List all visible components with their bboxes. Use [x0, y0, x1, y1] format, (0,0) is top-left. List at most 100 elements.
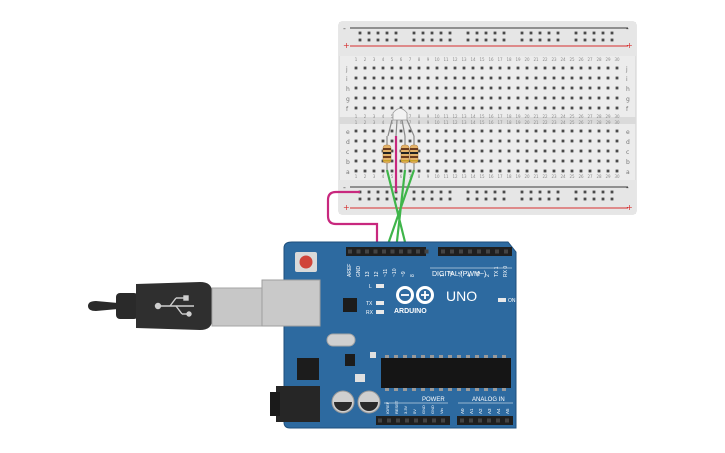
- breadboard-hole[interactable]: [363, 149, 367, 153]
- breadboard-hole[interactable]: [606, 66, 610, 70]
- rail-hole[interactable]: [574, 190, 578, 194]
- breadboard-hole[interactable]: [399, 96, 403, 100]
- rail-hole[interactable]: [484, 190, 488, 194]
- rail-hole[interactable]: [556, 190, 560, 194]
- rail-hole[interactable]: [520, 197, 524, 201]
- breadboard-hole[interactable]: [543, 106, 547, 110]
- breadboard-hole[interactable]: [489, 86, 493, 90]
- breadboard-hole[interactable]: [615, 76, 619, 80]
- breadboard-hole[interactable]: [408, 86, 412, 90]
- breadboard-hole[interactable]: [615, 86, 619, 90]
- breadboard-hole[interactable]: [363, 96, 367, 100]
- rail-hole[interactable]: [358, 197, 362, 201]
- header-pin[interactable]: [348, 249, 352, 254]
- breadboard-hole[interactable]: [480, 76, 484, 80]
- breadboard-hole[interactable]: [435, 106, 439, 110]
- rail-hole[interactable]: [529, 38, 533, 42]
- header-pin[interactable]: [486, 249, 490, 254]
- breadboard-hole[interactable]: [462, 169, 466, 173]
- breadboard-hole[interactable]: [390, 106, 394, 110]
- breadboard-hole[interactable]: [408, 139, 412, 143]
- rail-hole[interactable]: [439, 38, 443, 42]
- breadboard-hole[interactable]: [390, 159, 394, 163]
- breadboard-hole[interactable]: [444, 86, 448, 90]
- rail-hole[interactable]: [529, 197, 533, 201]
- breadboard-hole[interactable]: [480, 66, 484, 70]
- rail-hole[interactable]: [493, 31, 497, 35]
- breadboard-hole[interactable]: [597, 139, 601, 143]
- rail-hole[interactable]: [502, 31, 506, 35]
- breadboard-hole[interactable]: [507, 149, 511, 153]
- breadboard-hole[interactable]: [534, 86, 538, 90]
- breadboard-hole[interactable]: [399, 139, 403, 143]
- breadboard-hole[interactable]: [606, 106, 610, 110]
- breadboard-hole[interactable]: [480, 159, 484, 163]
- breadboard-hole[interactable]: [561, 66, 565, 70]
- breadboard-hole[interactable]: [435, 96, 439, 100]
- rail-hole[interactable]: [394, 38, 398, 42]
- breadboard-hole[interactable]: [588, 149, 592, 153]
- breadboard-hole[interactable]: [516, 76, 520, 80]
- power-header[interactable]: [376, 416, 450, 425]
- breadboard-hole[interactable]: [561, 159, 565, 163]
- rail-hole[interactable]: [484, 31, 488, 35]
- breadboard-hole[interactable]: [435, 129, 439, 133]
- breadboard-hole[interactable]: [408, 96, 412, 100]
- breadboard-hole[interactable]: [615, 129, 619, 133]
- breadboard-hole[interactable]: [597, 76, 601, 80]
- rail-hole[interactable]: [610, 31, 614, 35]
- header-pin[interactable]: [390, 249, 395, 254]
- breadboard-hole[interactable]: [453, 139, 457, 143]
- rail-hole[interactable]: [367, 190, 371, 194]
- rail-hole[interactable]: [520, 190, 524, 194]
- rail-hole[interactable]: [583, 38, 587, 42]
- header-pin[interactable]: [416, 249, 420, 254]
- breadboard-hole[interactable]: [444, 96, 448, 100]
- breadboard-hole[interactable]: [408, 106, 412, 110]
- rail-hole[interactable]: [412, 190, 416, 194]
- breadboard-hole[interactable]: [390, 139, 394, 143]
- breadboard-hole[interactable]: [525, 159, 529, 163]
- rail-hole[interactable]: [493, 190, 497, 194]
- breadboard-hole[interactable]: [480, 139, 484, 143]
- header-pin[interactable]: [468, 249, 472, 254]
- breadboard-hole[interactable]: [552, 86, 556, 90]
- header-pin[interactable]: [405, 418, 409, 423]
- header-pin[interactable]: [396, 418, 400, 423]
- rail-hole[interactable]: [475, 197, 479, 201]
- rail-hole[interactable]: [529, 190, 533, 194]
- rail-hole[interactable]: [367, 31, 371, 35]
- breadboard-hole[interactable]: [606, 169, 610, 173]
- breadboard-hole[interactable]: [597, 129, 601, 133]
- breadboard-hole[interactable]: [462, 76, 466, 80]
- breadboard-hole[interactable]: [435, 159, 439, 163]
- breadboard-hole[interactable]: [435, 169, 439, 173]
- rail-hole[interactable]: [448, 190, 452, 194]
- rail-hole[interactable]: [574, 31, 578, 35]
- breadboard-hole[interactable]: [381, 96, 385, 100]
- breadboard-hole[interactable]: [444, 76, 448, 80]
- breadboard-hole[interactable]: [525, 149, 529, 153]
- breadboard-hole[interactable]: [480, 169, 484, 173]
- breadboard-hole[interactable]: [561, 76, 565, 80]
- breadboard-hole[interactable]: [426, 86, 430, 90]
- breadboard-hole[interactable]: [372, 129, 376, 133]
- breadboard-hole[interactable]: [579, 149, 583, 153]
- breadboard-hole[interactable]: [471, 86, 475, 90]
- breadboard-holes[interactable]: [354, 31, 619, 201]
- breadboard-hole[interactable]: [471, 106, 475, 110]
- breadboard-hole[interactable]: [480, 106, 484, 110]
- header-pin[interactable]: [387, 418, 391, 423]
- breadboard-hole[interactable]: [543, 86, 547, 90]
- resistor-3[interactable]: [409, 136, 419, 170]
- breadboard-hole[interactable]: [444, 66, 448, 70]
- breadboard-hole[interactable]: [444, 139, 448, 143]
- rail-hole[interactable]: [475, 190, 479, 194]
- analog-header[interactable]: [457, 416, 513, 425]
- breadboard-hole[interactable]: [399, 169, 403, 173]
- breadboard-hole[interactable]: [471, 129, 475, 133]
- breadboard-hole[interactable]: [615, 96, 619, 100]
- breadboard-hole[interactable]: [606, 96, 610, 100]
- breadboard-hole[interactable]: [390, 129, 394, 133]
- rail-hole[interactable]: [547, 190, 551, 194]
